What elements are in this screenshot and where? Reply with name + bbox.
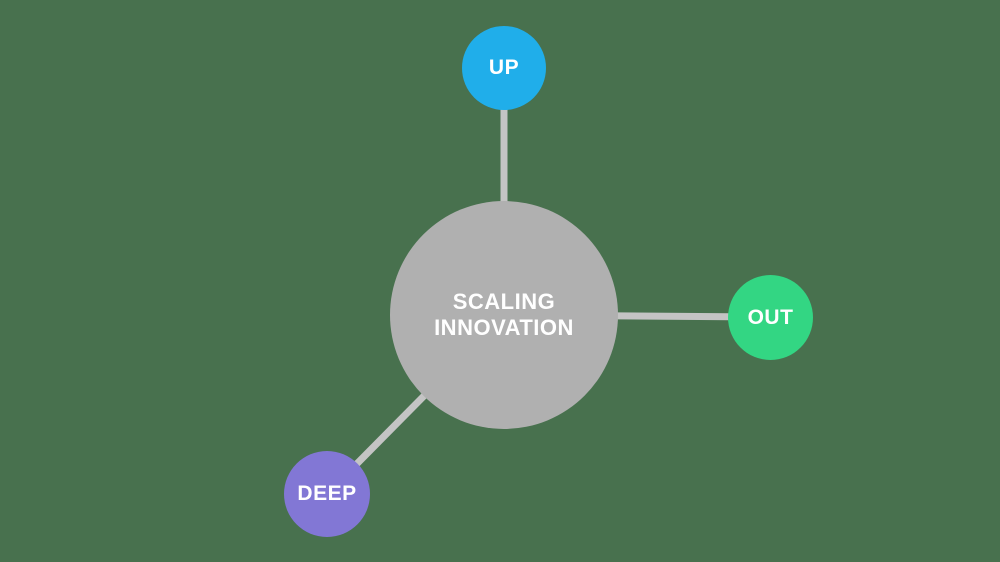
satellite-circle-deep: DEEP [284,451,370,537]
satellite-circle-up: UP [462,26,546,110]
hub-circle-scaling-innovation: SCALING INNOVATION [390,201,618,429]
hub-label-line1: SCALING [452,288,556,314]
satellite-circle-out: OUT [728,275,813,360]
satellite-label-up: UP [488,56,520,80]
hub-label-line2: INNOVATION [434,315,574,340]
satellite-label-out: OUT [747,305,794,329]
satellite-label-deep: DEEP [297,482,357,506]
hub-label: SCALING INNOVATION [434,289,574,342]
